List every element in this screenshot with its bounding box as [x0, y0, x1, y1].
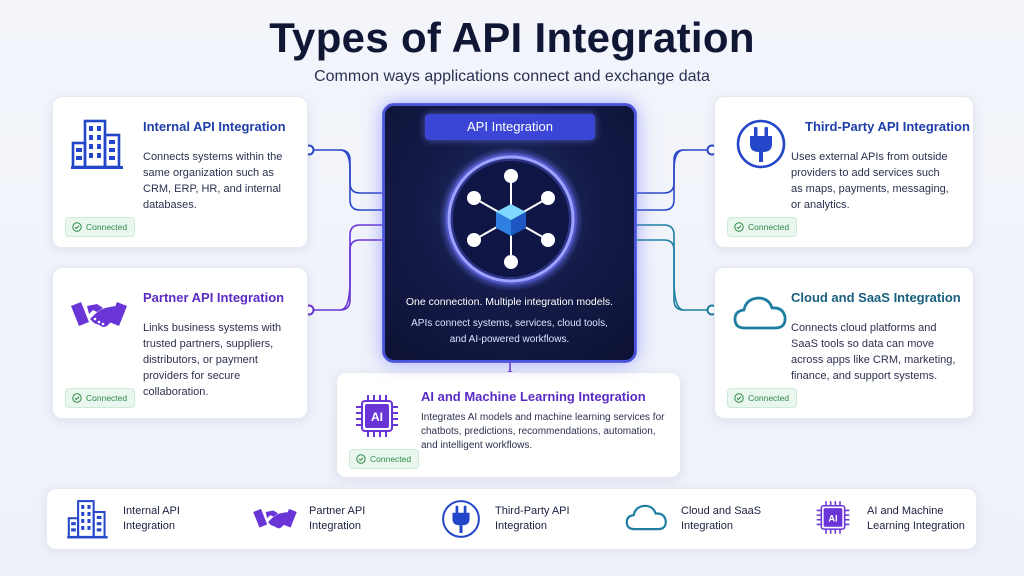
legend-label-line: Integration — [123, 520, 175, 532]
status-badge: Connected — [65, 388, 136, 408]
legend-label: AI and Machine Learning Integration — [867, 504, 987, 534]
card-ai-ml[interactable]: AI AI and Machine Learning Integration I… — [336, 372, 681, 478]
card-partner-api[interactable]: Partner API Integration Links business s… — [52, 267, 308, 419]
status-badge: Connected — [65, 217, 136, 237]
cloud-icon — [733, 296, 787, 330]
connector-third-party — [624, 149, 712, 194]
building-icon — [71, 119, 123, 169]
network-hub-icon — [439, 147, 583, 291]
legend-label: Internal API Integration — [123, 504, 233, 534]
status-badge: Connected — [727, 388, 798, 408]
card-cloud-saas[interactable]: Cloud and SaaS Integration Connects clou… — [714, 267, 974, 419]
status-badge-label: Connected — [748, 222, 790, 232]
card-description: Connects systems within the same organiz… — [143, 151, 283, 211]
status-badge-label: Connected — [86, 222, 128, 232]
api-integration-hub: API Integration — [382, 103, 637, 363]
hub-label: API Integration — [425, 114, 595, 140]
legend-label-line: Partner API — [309, 505, 366, 517]
legend-label-line: AI and Machine — [867, 505, 944, 517]
legend-label-line: Internal API — [123, 505, 180, 517]
connector-cloud — [624, 239, 712, 311]
legend-label-line: Third-Party API — [495, 505, 570, 517]
legend-label-line: Integration — [681, 520, 733, 532]
card-description: Integrates AI models and machine learnin… — [421, 412, 665, 451]
check-circle-icon — [72, 393, 82, 403]
hub-description-line: and AI-powered workflows. — [449, 334, 570, 345]
ai-chip-icon: AI — [816, 501, 850, 534]
check-circle-icon — [734, 222, 744, 232]
card-description: Links business systems with trusted part… — [143, 322, 282, 398]
check-circle-icon — [356, 454, 366, 464]
legend-strip: Internal API Integration Partner API Int… — [46, 488, 977, 550]
handshake-icon — [71, 302, 127, 327]
legend-label-line: Integration — [309, 520, 361, 532]
legend-item-internal[interactable]: Internal API Integration — [47, 489, 233, 549]
card-title: Internal API Integration — [143, 119, 286, 134]
plug-icon — [736, 119, 786, 169]
card-third-party-api[interactable]: Third-Party API Integration Uses externa… — [714, 96, 974, 248]
legend-item-cloud[interactable]: Cloud and SaaS Integration — [605, 489, 791, 549]
plug-icon — [442, 500, 480, 538]
legend-label-line: Cloud and SaaS — [681, 505, 762, 517]
card-description: Uses external APIs from outside provider… — [791, 151, 949, 211]
card-description: Connects cloud platforms and SaaS tools … — [791, 322, 956, 382]
handshake-icon — [253, 508, 297, 529]
status-badge: Connected — [727, 217, 798, 237]
hub-description: APIs connect systems, services, cloud to… — [403, 316, 616, 348]
hub-description-line: APIs connect systems, services, cloud to… — [411, 318, 608, 329]
status-badge-label: Connected — [86, 393, 128, 403]
card-title: Cloud and SaaS Integration — [791, 290, 961, 305]
legend-item-partner[interactable]: Partner API Integration — [233, 489, 419, 549]
ai-chip-text: AI — [828, 513, 837, 523]
check-circle-icon — [734, 393, 744, 403]
card-internal-api[interactable]: Internal API Integration Connects system… — [52, 96, 308, 248]
status-badge-label: Connected — [370, 454, 412, 464]
page-title: Types of API Integration — [269, 14, 755, 61]
cloud-icon — [625, 504, 667, 531]
status-badge-label: Connected — [748, 393, 790, 403]
check-circle-icon — [72, 222, 82, 232]
legend-item-ai[interactable]: AI AI and Machine Learning Integration — [791, 489, 987, 549]
building-icon — [67, 500, 108, 539]
hub-tagline: One connection. Multiple integration mod… — [405, 296, 614, 308]
legend-label: Third-Party API Integration — [495, 504, 605, 534]
legend-label: Partner API Integration — [309, 504, 419, 534]
ai-chip-icon: AI — [356, 395, 398, 437]
legend-label-line: Integration — [495, 520, 547, 532]
card-title: Third-Party API Integration — [805, 119, 970, 134]
legend-label: Cloud and SaaS Integration — [681, 504, 791, 534]
card-title: AI and Machine Learning Integration — [421, 389, 646, 404]
ai-chip-text: AI — [371, 410, 383, 424]
page-subtitle: Common ways applications connect and exc… — [314, 68, 710, 85]
legend-label-line: Learning Integration — [867, 520, 965, 532]
status-badge: Connected — [349, 449, 420, 469]
card-title: Partner API Integration — [143, 290, 285, 305]
legend-item-third-party[interactable]: Third-Party API Integration — [419, 489, 605, 549]
